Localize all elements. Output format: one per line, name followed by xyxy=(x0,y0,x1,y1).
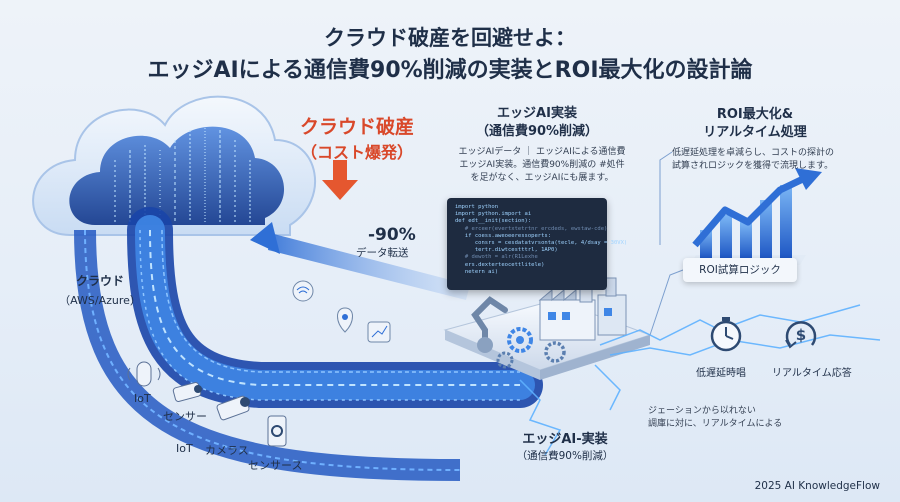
realtime-label: リアルタイム応答 xyxy=(772,368,852,379)
roi-heading: ROI最大化& リアルタイム処理 xyxy=(685,106,825,142)
cloud-bust-title: クラウド破産 xyxy=(299,116,414,138)
code-line: consrs = cesdatatvrsonta(tecle, 4/dsay =… xyxy=(455,240,628,247)
latency-label: 低遅延時唱 xyxy=(696,368,746,379)
camera-icon-2 xyxy=(216,395,250,421)
roi-desc: 低遅延処理を卓減らし、コストの探計の 試算されロジックを獲得で流現します。 xyxy=(672,147,862,173)
roi-subtitle: リアルタイム処理 xyxy=(703,125,807,140)
svg-text:$: $ xyxy=(796,326,806,344)
edge-platform xyxy=(443,277,652,380)
cloud-label-sub: （AWS/Azure） xyxy=(59,294,141,307)
edge-impl-desc: エッジAIデータ ｜ エッジAIによる通信費 エッジAI実装。通信費90%削減の… xyxy=(452,146,632,185)
location-pin-icon xyxy=(337,307,353,333)
code-line: import python.import ai xyxy=(455,211,532,218)
title-line-1: クラウド破産を回避せよ： xyxy=(324,26,576,50)
note-line-1: ジェーションから以れない xyxy=(648,406,756,416)
note: ジェーションから以れない 調庫に対に、リアルタイムによる xyxy=(648,405,798,431)
footer-credit: 2025 AI KnowledgeFlow xyxy=(754,480,880,492)
edge-impl-subtitle: （通信費90%削減） xyxy=(475,124,599,139)
edge-impl-heading: エッジAI実装 （通信費90%削減） xyxy=(462,105,612,141)
code-line: if coess.aweoeeressoperts: xyxy=(455,232,552,239)
code-window: import python import python.import ai de… xyxy=(447,198,628,290)
stopwatch-icon xyxy=(710,317,742,352)
cloud-icon xyxy=(32,95,316,236)
reduction-value: -90% xyxy=(368,225,416,245)
code-line: ers.dexterteocettlitele) xyxy=(455,261,545,268)
code-line: # erceer(evertxtetrtnr ercdeds, ewstaw-c… xyxy=(455,225,608,232)
edge-impl-desc-2: エッジAI実装。通信費90%削減の #処件 xyxy=(459,160,625,170)
edge-bottom-title: エッジAI-実装 xyxy=(522,432,608,447)
edge-bottom-sub: （通信費90%削減） xyxy=(516,450,614,462)
note-line-2: 調庫に対に、リアルタイムによる xyxy=(648,419,783,429)
edge-impl-title: エッジAI実装 xyxy=(497,106,577,121)
cloud-bust-label: クラウド破産 （コスト爆発） xyxy=(282,112,432,163)
camera-label: カメラス xyxy=(205,444,249,457)
reduction-label: データ転送 xyxy=(356,247,409,259)
title-line-2: エッジAIによる通信費90%削減の実装とROI最大化の設計論 xyxy=(147,58,753,83)
roi-title: ROI最大化& xyxy=(716,107,794,122)
realtime-dollar-icon: $ xyxy=(785,321,817,349)
code-line: tertr.diwtcestttrl, 1AP0) xyxy=(455,247,558,254)
edge-impl-desc-1: エッジAIデータ ｜ エッジAIによる通信費 xyxy=(458,147,626,157)
sensor-label: センサー xyxy=(163,410,207,423)
sensor-device-icon xyxy=(267,415,287,447)
code-line: import python xyxy=(455,204,499,210)
iot-device-icon xyxy=(127,361,161,387)
data-pipe xyxy=(127,207,543,408)
wifi-pin-icon xyxy=(292,280,314,302)
down-arrow-icon xyxy=(322,160,358,200)
roi-desc-1: 低遅延処理を卓減らし、コストの探計の xyxy=(672,148,835,158)
sensors-label: センサース xyxy=(248,459,303,472)
code-line: netern ai) xyxy=(455,268,499,275)
roi-desc-2: 試算されロジックを獲得で流現します。 xyxy=(672,161,834,171)
code-line: # dewoth = alr(R1Lexhe xyxy=(455,254,538,261)
cloud-bust-sub: （コスト爆発） xyxy=(300,143,413,162)
reduction-arrow xyxy=(250,222,470,300)
iot-label-2: IoT xyxy=(176,442,193,455)
iot-label-1: IoT xyxy=(134,392,151,405)
cloud-label-title: クラウド xyxy=(75,274,124,288)
chart-card-icon xyxy=(367,321,391,343)
code-line: def edt__init(section): xyxy=(455,218,532,225)
cloud-label: クラウド （AWS/Azure） xyxy=(50,272,150,308)
roi-chart xyxy=(690,168,822,265)
edge-impl-desc-3: を足がなく、エッジAIにも展ます。 xyxy=(470,173,614,183)
roi-logic-box: ROI試算ロジック xyxy=(683,258,797,282)
camera-icon xyxy=(172,382,202,402)
